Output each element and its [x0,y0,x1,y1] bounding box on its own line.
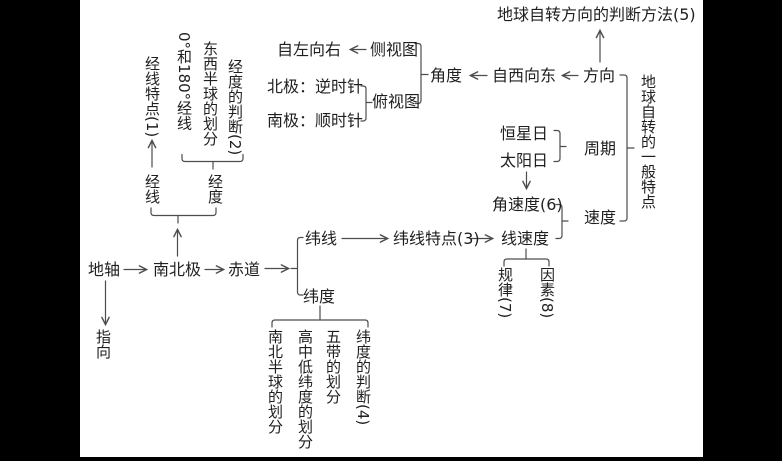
brace-linearvelocity-topics [503,248,550,267]
node-factor: 因素(8) [538,267,556,319]
node-parallel-features: 纬线特点(3) [393,229,480,248]
node-five-zones-division: 五带的划分 [324,329,342,404]
node-side-view: 侧视图 [370,40,419,59]
node-angular-velocity: 角速度(6) [492,195,563,214]
node-north-pole-counterclockwise: 北极：逆时针 [267,77,364,96]
brace-poles-to-topview [360,85,373,122]
node-rotation-general-features: 地球自转的一般特点 [639,74,657,209]
node-latitude-zones-division: 高中低纬度的划分 [296,329,314,449]
node-period: 周期 [584,139,617,158]
node-earth-axis: 地轴 [88,260,121,279]
node-south-pole-clockwise: 南极：顺时针 [267,111,364,130]
node-meridian: 经线 [143,174,161,204]
node-equator: 赤道 [228,260,261,279]
node-linear-velocity: 线速度 [501,229,550,248]
brace-velocities-to-velocity [555,203,569,240]
node-latitude: 纬度 [303,287,336,306]
node-ew-hemisphere-division: 东西半球的划分 [201,41,219,146]
node-meridian-0-180: 0°和180°经线 [175,32,193,131]
node-angle: 角度 [430,66,463,85]
node-meridian-features: 经线特点(1) [143,56,161,138]
node-poles: 南北极 [153,260,202,279]
brace-meridian-longitude [150,207,217,224]
node-direction: 方向 [583,66,616,85]
node-rotation-direction-method: 地球自转方向的判断方法(5) [497,5,696,24]
node-top-view: 俯视图 [372,92,421,111]
node-rule: 规律(7) [496,267,514,319]
node-latitude-judgment: 纬度的判断(4) [354,329,372,426]
brace-days-to-period [553,129,567,163]
node-ns-hemisphere-division: 南北半球的划分 [266,329,284,434]
node-longitude: 经度 [206,174,224,204]
brace-views-to-angle [414,42,429,105]
brace-parallel-latitude [290,236,304,296]
node-west-to-east: 自西向东 [492,66,557,85]
brace-features-group [619,74,635,222]
node-sidereal-day: 恒星日 [500,124,549,143]
node-longitude-judgment: 经度的判断(2) [226,59,244,156]
brace-latitude-topics [271,305,369,328]
node-solar-day: 太阳日 [500,151,549,170]
page-background [80,0,703,457]
brace-longitude-topics [181,153,244,170]
node-parallel: 纬线 [305,229,338,248]
node-left-to-right: 自左向右 [277,40,342,59]
node-velocity: 速度 [584,208,617,227]
node-pointing: 指向 [94,329,112,359]
